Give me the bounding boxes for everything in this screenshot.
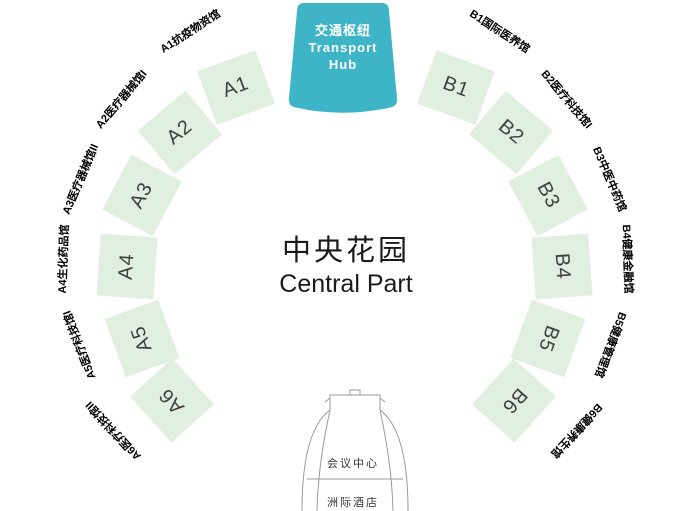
hall-b1: B1	[417, 50, 495, 125]
hall-label-b4: B4健康金融馆	[619, 224, 635, 294]
hub-label-en1: Transport	[308, 40, 378, 55]
hall-b1-id: B1	[439, 72, 473, 102]
hub-label-cn: 交通枢纽	[314, 23, 371, 38]
hall-b4: B4	[531, 233, 593, 300]
hall-a6-id: A6	[154, 383, 189, 419]
transport-hub-label: 交通枢纽 Transport Hub	[288, 22, 398, 73]
central-garden-title-en: Central Part	[279, 270, 413, 298]
central-garden-title: 中央花园 Central Part	[246, 234, 446, 301]
hall-a4-id: A4	[114, 252, 139, 281]
hub-label-en2: Hub	[328, 57, 358, 72]
hall-b6-id: B6	[497, 383, 532, 419]
hall-a1-id: A1	[219, 72, 253, 102]
hall-label-b6: B6健康养生馆	[548, 400, 605, 460]
transport-hub-shape	[288, 3, 398, 113]
hall-label-a6: A6医疗科技馆II	[83, 398, 144, 462]
hall-a1: A1	[197, 50, 275, 125]
hall-b6: B6	[472, 358, 556, 443]
hall-label-a1: A1抗疫物资馆	[158, 7, 223, 56]
hall-b2-id: B2	[494, 115, 529, 150]
hall-a2-id: A2	[162, 115, 197, 150]
hall-a5-id: A5	[126, 322, 157, 355]
hall-a4: A4	[96, 233, 158, 300]
conference-center-label: 会议中心	[327, 458, 379, 470]
conference-center-outline	[301, 389, 409, 511]
hall-b4-id: B4	[550, 252, 575, 281]
hall-b3-id: B3	[532, 178, 565, 213]
hotel-label: 洲际酒店	[327, 497, 379, 509]
hall-label-b5: B5健康管理馆	[592, 310, 629, 380]
hall-label-a5: A5医疗科技馆I	[61, 308, 99, 381]
hall-label-a3: A3医疗器械馆II	[60, 142, 102, 217]
hall-a3-id: A3	[125, 178, 158, 213]
hall-label-a2: A2医疗器械馆I	[93, 68, 150, 132]
central-garden-title-cn: 中央花园	[281, 235, 410, 267]
hall-label-b2: B2医疗科技馆I	[538, 68, 595, 132]
hall-b5-id: B5	[533, 322, 564, 355]
hall-label-a4: A4生化药品馆	[56, 224, 72, 294]
hall-label-b1: B1国际医养馆	[467, 7, 532, 56]
hall-label-b3: B3中医中药馆	[590, 145, 629, 214]
